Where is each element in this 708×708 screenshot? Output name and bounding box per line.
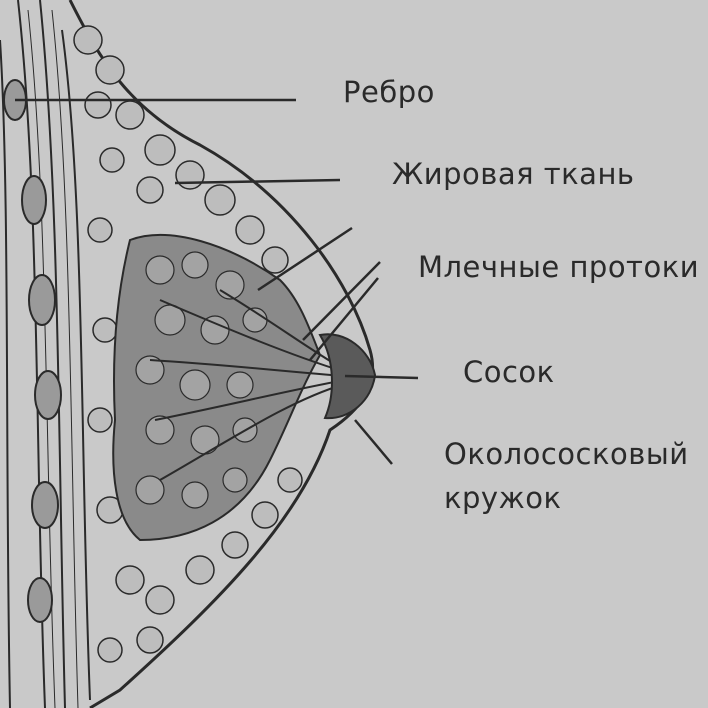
label-areola-line1: Околососковый xyxy=(444,437,689,471)
label-rib: Ребро xyxy=(343,75,435,109)
breast-outline xyxy=(68,0,375,708)
label-fat-tissue: Жировая ткань xyxy=(392,157,635,191)
fat-lobules xyxy=(73,25,303,663)
leader-lines xyxy=(15,98,419,465)
leader-ducts-1 xyxy=(257,226,353,292)
ribs xyxy=(3,79,62,623)
leader-areola xyxy=(354,419,393,465)
leader-nipple xyxy=(344,374,419,380)
chest-wall xyxy=(0,0,91,708)
gland-lobules xyxy=(135,251,268,509)
label-milk-ducts: Млечные протоки xyxy=(418,250,700,284)
leader-ducts-3 xyxy=(309,277,379,361)
label-nipple: Сосок xyxy=(463,355,555,389)
leader-ducts-2 xyxy=(302,261,381,341)
leader-fat xyxy=(174,178,341,185)
label-areola-line2: кружок xyxy=(444,481,562,515)
